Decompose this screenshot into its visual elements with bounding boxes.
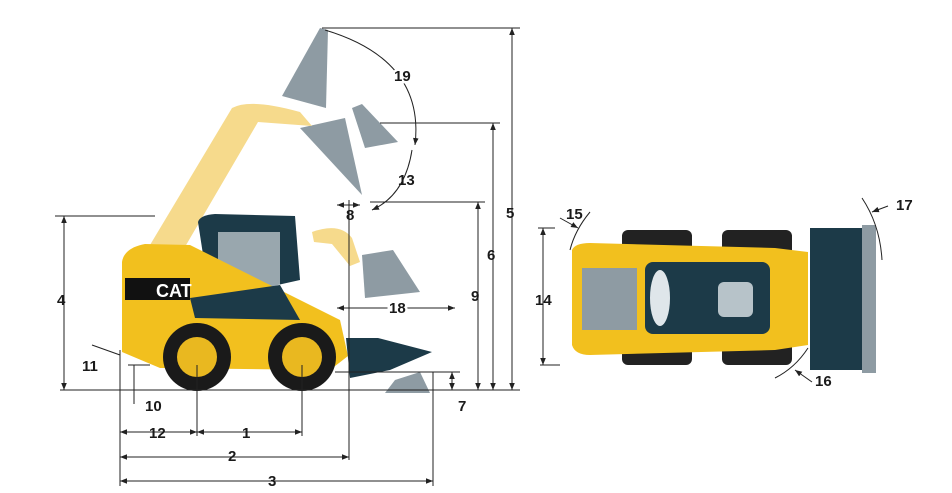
cat-logo: CAT	[156, 281, 192, 301]
label-5: 5	[506, 205, 514, 222]
label-8: 8	[346, 207, 354, 224]
label-6: 6	[487, 247, 495, 264]
label-12: 12	[149, 425, 166, 442]
label-9: 9	[471, 288, 479, 305]
label-11: 11	[82, 358, 98, 375]
label-7: 7	[458, 398, 466, 415]
label-14: 14	[535, 292, 552, 309]
loader-side-view: CAT	[122, 214, 432, 391]
raised-lift-arm	[150, 103, 360, 266]
label-10: 10	[145, 398, 162, 415]
label-2: 2	[228, 448, 236, 465]
dimension-labels: 1 2 3 4 5 6 7 8 9 10 11 12 13 14 15 16 1…	[57, 66, 913, 491]
label-4: 4	[57, 292, 66, 309]
loader-top-view	[572, 225, 876, 373]
label-17: 17	[896, 197, 913, 214]
raised-bucket-ghosts	[282, 28, 430, 393]
dimension-lines	[55, 27, 889, 486]
label-13: 13	[398, 172, 415, 189]
label-1: 1	[242, 425, 250, 442]
label-16: 16	[815, 373, 832, 390]
label-19: 19	[394, 68, 411, 85]
label-3: 3	[268, 473, 276, 490]
label-18: 18	[389, 300, 406, 317]
label-15: 15	[566, 206, 583, 223]
